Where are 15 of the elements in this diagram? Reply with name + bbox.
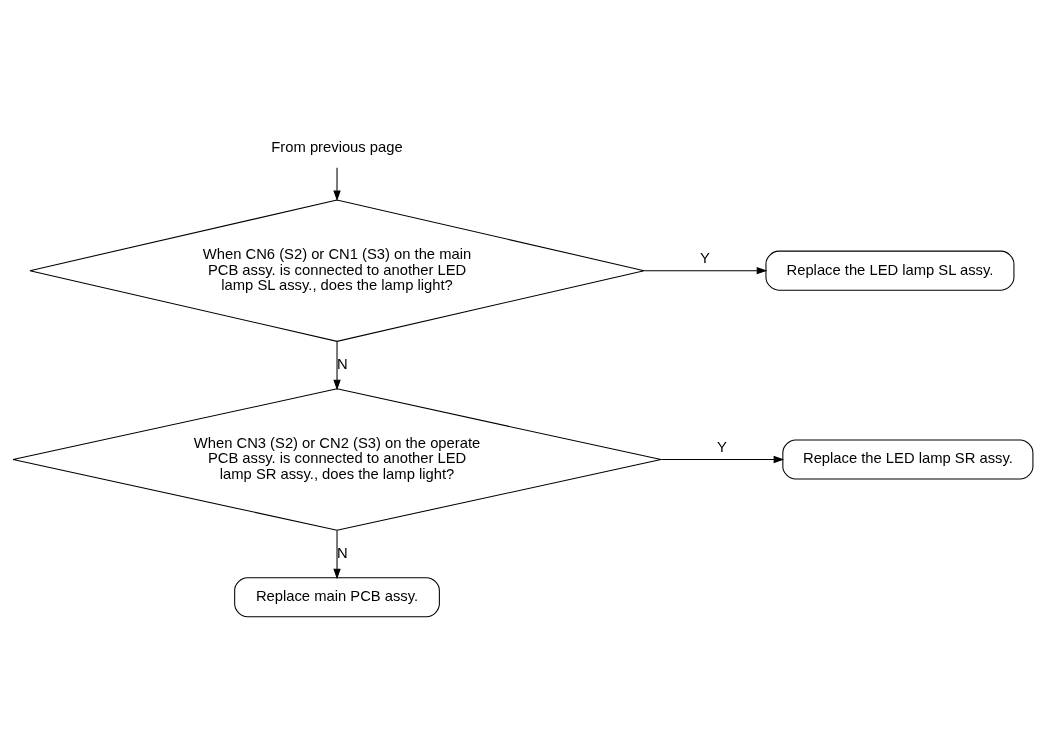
node-diamond: When CN3 (S2) or CN2 (S3) on the operate PCB assy. is connected to another LED lamp SR assy., does the lamp light? [12,387,662,531]
node-diamond: When CN6 (S2) or CN1 (S3) on the main PCB assy. is connected to another LED lamp SL assy., does the lamp light? [29,198,645,342]
node-box: Replace main PCB assy. [234,576,440,617]
node-box: Replace the LED lamp SR assy. [782,439,1034,480]
arrow [333,166,341,201]
node-text: From previous page [271,138,403,155]
arrow [333,529,341,579]
edge-label: Y [700,250,710,266]
arrow [643,266,768,274]
edge-label: N [336,544,348,561]
arrow [333,340,341,390]
edge-label: N [336,355,348,372]
arrow [660,455,785,463]
edge-label: Y [716,438,727,455]
node-box: Replace the LED lamp SL assy. [765,250,1015,291]
